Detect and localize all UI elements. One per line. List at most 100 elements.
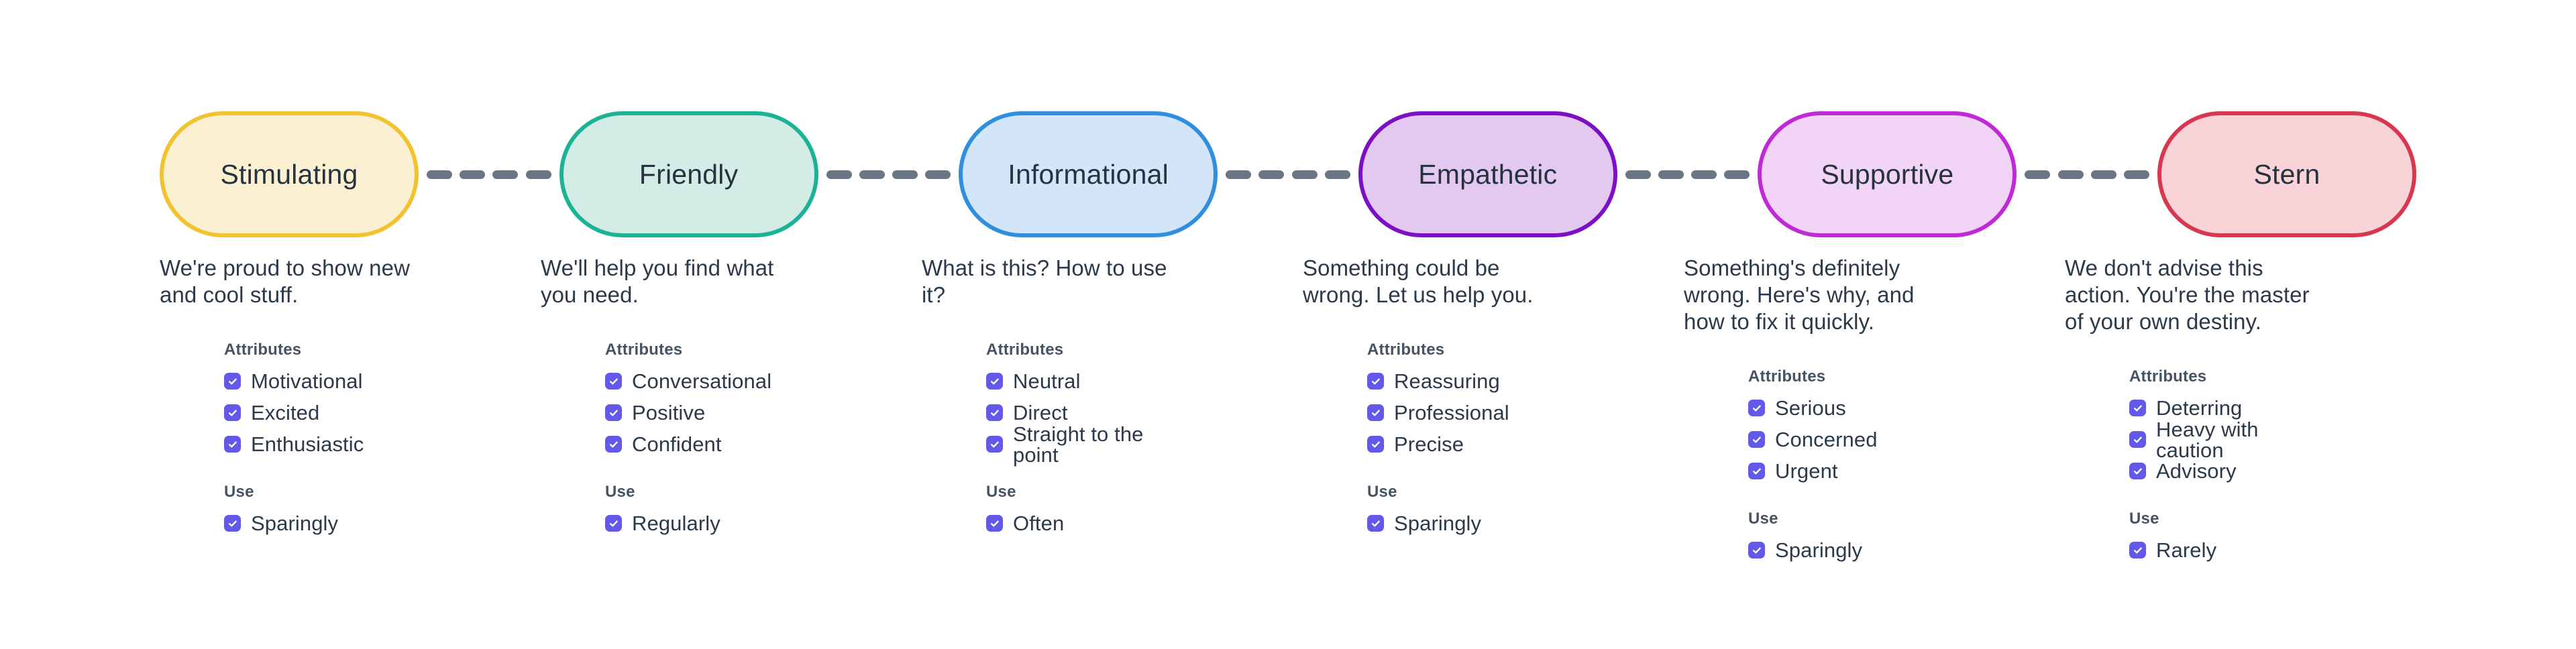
tone-description: We're proud to show new and cool stuff. (160, 255, 411, 307)
attribute-item[interactable]: Positive (605, 397, 800, 428)
attribute-label: Conversational (632, 369, 772, 393)
use-item[interactable]: Often (986, 508, 1181, 539)
checkbox-checked-icon[interactable] (1367, 515, 1384, 532)
tone-detail-columns: We're proud to show new and cool stuff. A… (160, 255, 2416, 577)
attribute-label: Positive (632, 401, 706, 424)
tone-pill-friendly[interactable]: Friendly (559, 111, 818, 237)
use-item[interactable]: Sparingly (1748, 534, 1943, 566)
attribute-item[interactable]: Straight to the point (986, 424, 1181, 465)
checkbox-checked-icon[interactable] (986, 436, 1003, 453)
checkbox-checked-icon[interactable] (1367, 373, 1384, 390)
checkbox-checked-icon[interactable] (605, 515, 622, 532)
tone-pill-stern[interactable]: Stern (2157, 111, 2416, 237)
checkbox-checked-icon[interactable] (605, 436, 622, 453)
tone-pill-label: Supportive (1821, 158, 1954, 190)
attribute-item[interactable]: Deterring (2129, 392, 2324, 424)
use-heading: Use (986, 483, 1016, 501)
attribute-label: Concerned (1775, 428, 1878, 451)
checkbox-checked-icon[interactable] (1367, 436, 1384, 453)
connector-dash (1324, 170, 1350, 179)
checkbox-checked-icon[interactable] (1748, 400, 1765, 416)
attribute-label: Confident (632, 432, 722, 456)
checkbox-checked-icon[interactable] (2129, 431, 2146, 448)
tone-pill-supportive[interactable]: Supportive (1758, 111, 2017, 237)
attribute-item[interactable]: Motivational (224, 365, 419, 397)
connector-dash (427, 170, 452, 179)
connector-dash (859, 170, 885, 179)
connector-dash (492, 170, 519, 179)
checkbox-checked-icon[interactable] (2129, 542, 2146, 558)
connector-dash (2123, 170, 2149, 179)
checkbox-checked-icon[interactable] (1748, 431, 1765, 448)
use-item[interactable]: Rarely (2129, 534, 2324, 566)
tone-column-stern: We don't advise this action. You're the … (2065, 255, 2324, 577)
attribute-item[interactable]: Concerned (1748, 424, 1943, 455)
attribute-item[interactable]: Excited (224, 397, 419, 428)
checkbox-checked-icon[interactable] (986, 373, 1003, 390)
attribute-item[interactable]: Direct (986, 397, 1181, 428)
tone-pill-label: Stern (2253, 158, 2320, 190)
attribute-label: Motivational (251, 369, 363, 393)
checkbox-checked-icon[interactable] (224, 515, 241, 532)
attribute-item[interactable]: Professional (1367, 397, 1562, 428)
use-heading: Use (605, 483, 635, 501)
attribute-item[interactable]: Serious (1748, 392, 1943, 424)
attribute-item[interactable]: Reassuring (1367, 365, 1562, 397)
attribute-item[interactable]: Heavy with caution (2129, 419, 2324, 461)
checkbox-checked-icon[interactable] (1748, 542, 1765, 558)
attribute-item[interactable]: Urgent (1748, 455, 1943, 487)
attribute-label: Deterring (2156, 396, 2243, 420)
checkbox-checked-icon[interactable] (224, 436, 241, 453)
tone-column-friendly: We'll help you find what you need.Attrib… (541, 255, 800, 577)
checkbox-checked-icon[interactable] (2129, 463, 2146, 479)
attribute-label: Neutral (1013, 369, 1081, 393)
connector-dash (1291, 170, 1318, 179)
tone-pill-row: Stimulating Friendly Informational Empathet… (160, 107, 2416, 241)
attribute-label: Reassuring (1394, 369, 1500, 393)
checkbox-checked-icon[interactable] (1748, 463, 1765, 479)
connector-dash (460, 170, 486, 179)
tone-pill-label: Friendly (639, 158, 739, 190)
connector-dash (1226, 170, 1252, 179)
tone-description: Something's definitely wrong. Here's why… (1684, 255, 1915, 334)
checkbox-checked-icon[interactable] (1367, 404, 1384, 421)
tone-description: Something could be wrong. Let us help yo… (1303, 255, 1534, 307)
connector-dash (2090, 170, 2116, 179)
checkbox-checked-icon[interactable] (986, 515, 1003, 532)
use-heading: Use (2129, 510, 2159, 528)
checkbox-checked-icon[interactable] (986, 404, 1003, 421)
use-label: Rarely (2156, 538, 2217, 562)
tone-pill-informational[interactable]: Informational (959, 111, 1218, 237)
attribute-label: Direct (1013, 401, 1068, 424)
checkbox-checked-icon[interactable] (605, 373, 622, 390)
tone-pill-empathetic[interactable]: Empathetic (1358, 111, 1617, 237)
attribute-item[interactable]: Confident (605, 428, 800, 460)
attribute-item[interactable]: Enthusiastic (224, 428, 419, 460)
checkbox-checked-icon[interactable] (2129, 400, 2146, 416)
attribute-item[interactable]: Conversational (605, 365, 800, 397)
use-label: Sparingly (251, 512, 339, 535)
attribute-label: Advisory (2156, 459, 2237, 483)
attribute-label: Straight to the point (1013, 422, 1144, 467)
checkbox-checked-icon[interactable] (224, 404, 241, 421)
tone-pill-stimulating[interactable]: Stimulating (160, 111, 419, 237)
tone-column-stimulating: We're proud to show new and cool stuff.A… (160, 255, 419, 577)
connector-dash (925, 170, 951, 179)
checkbox-checked-icon[interactable] (605, 404, 622, 421)
attribute-item[interactable]: Neutral (986, 365, 1181, 397)
use-item[interactable]: Regularly (605, 508, 800, 539)
use-item[interactable]: Sparingly (1367, 508, 1562, 539)
tone-pill-label: Empathetic (1418, 158, 1558, 190)
use-item[interactable]: Sparingly (224, 508, 419, 539)
attribute-item[interactable]: Precise (1367, 428, 1562, 460)
checkbox-checked-icon[interactable] (224, 373, 241, 390)
attribute-item[interactable]: Advisory (2129, 455, 2324, 487)
